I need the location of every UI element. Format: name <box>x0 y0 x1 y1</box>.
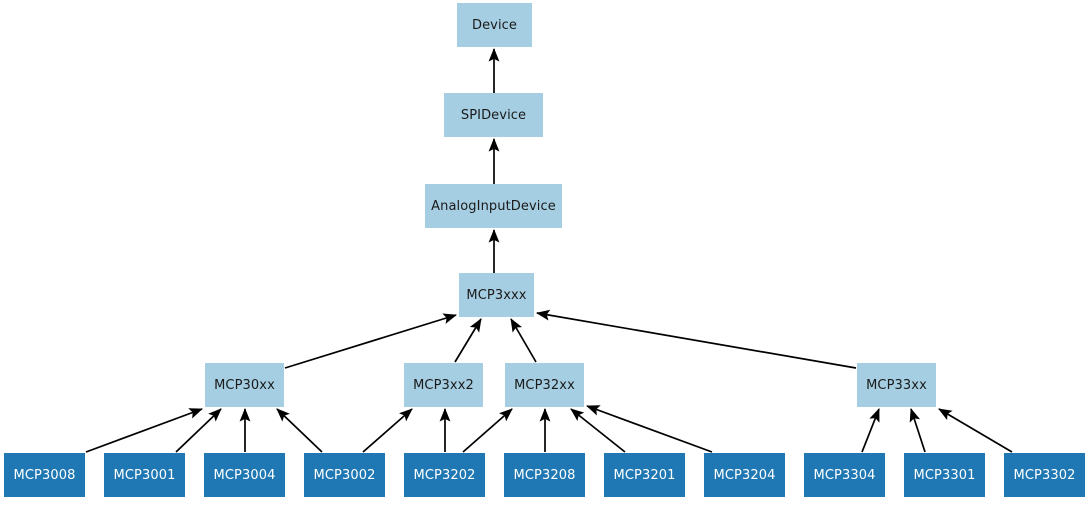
class-node-label: MCP3008 <box>13 467 76 483</box>
class-node-label: MCP3301 <box>913 467 976 483</box>
class-node-mcp3202[interactable]: MCP3202 <box>404 453 485 497</box>
edge-mcp3002-to-mcp3xx2 <box>362 408 413 453</box>
class-node-mcp33xx[interactable]: MCP33xx <box>857 363 936 407</box>
class-node-label: MCP3204 <box>713 467 776 483</box>
edge-mcp3202-to-mcp32xx <box>462 408 513 453</box>
class-node-label: MCP32xx <box>514 377 575 393</box>
class-node-mcp30xx[interactable]: MCP30xx <box>205 363 284 407</box>
class-node-label: MCP30xx <box>214 377 275 393</box>
class-node-label: MCP3xxx <box>466 287 527 303</box>
edge-mcp3302-to-mcp33xx <box>938 408 1013 453</box>
edge-mcp33xx-to-mcp3xxx <box>535 309 857 369</box>
edge-mcp30xx-to-mcp3xxx <box>284 313 457 369</box>
class-node-mcp3302[interactable]: MCP3302 <box>1004 453 1085 497</box>
class-node-label: MCP3202 <box>413 467 476 483</box>
class-node-label: MCP33xx <box>866 377 927 393</box>
class-node-mcp32xx[interactable]: MCP32xx <box>505 363 584 407</box>
class-node-label: MCP3002 <box>313 467 376 483</box>
edge-mcp3002-to-mcp30xx <box>276 408 323 453</box>
class-node-device[interactable]: Device <box>457 3 532 47</box>
class-node-mcp3304[interactable]: MCP3304 <box>804 453 885 497</box>
class-node-mcp3002[interactable]: MCP3002 <box>304 453 385 497</box>
edge-mcp3204-to-mcp32xx <box>586 405 713 453</box>
class-node-label: MCP3304 <box>813 467 876 483</box>
class-node-mcp3001[interactable]: MCP3001 <box>104 453 185 497</box>
edge-mcp32xx-to-mcp3xxx <box>510 318 537 363</box>
class-node-label: AnalogInputDevice <box>431 198 556 214</box>
class-node-mcp3204[interactable]: MCP3204 <box>704 453 785 497</box>
class-node-label: MCP3201 <box>613 467 676 483</box>
class-node-label: MCP3001 <box>113 467 176 483</box>
class-node-label: MCP3302 <box>1013 467 1076 483</box>
class-node-mcp3301[interactable]: MCP3301 <box>904 453 985 497</box>
class-node-mcp3008[interactable]: MCP3008 <box>4 453 85 497</box>
edge-mcp3xx2-to-mcp3xxx <box>454 318 482 363</box>
class-node-mcp3208[interactable]: MCP3208 <box>504 453 585 497</box>
class-node-spidevice[interactable]: SPIDevice <box>444 93 543 137</box>
edge-mcp3201-to-mcp32xx <box>570 408 626 453</box>
class-node-mcp3004[interactable]: MCP3004 <box>204 453 285 497</box>
edge-mcp3301-to-mcp33xx <box>909 408 926 453</box>
edge-mcp3304-to-mcp33xx <box>861 408 880 453</box>
edge-mcp3001-to-mcp30xx <box>175 408 222 453</box>
class-node-label: MCP3208 <box>513 467 576 483</box>
class-node-label: MCP3004 <box>213 467 276 483</box>
class-node-label: MCP3xx2 <box>413 377 474 393</box>
class-node-analoginputdevice[interactable]: AnalogInputDevice <box>425 184 562 228</box>
edge-mcp3008-to-mcp30xx <box>85 408 203 453</box>
class-node-label: SPIDevice <box>460 107 527 123</box>
class-node-mcp3xx2[interactable]: MCP3xx2 <box>404 363 483 407</box>
class-node-mcp3201[interactable]: MCP3201 <box>604 453 685 497</box>
class-node-mcp3xxx[interactable]: MCP3xxx <box>459 273 534 317</box>
class-node-label: Device <box>471 17 518 33</box>
